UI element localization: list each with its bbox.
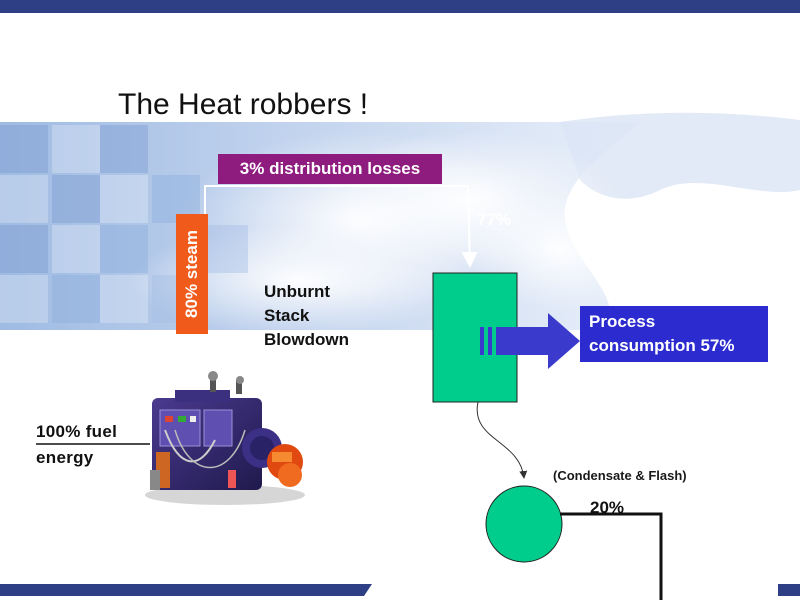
loss-stack: Stack	[264, 306, 310, 325]
process-consumption-label: Process consumption 57%	[580, 306, 768, 362]
steam-label: 80% steam	[182, 230, 201, 318]
steam-flow-lines	[204, 185, 478, 268]
steam-label-box: 80% steam	[176, 214, 208, 334]
condensate-line	[476, 401, 528, 479]
return-percent: 20%	[590, 498, 625, 517]
process-line-2: consumption 57%	[589, 336, 735, 355]
return-line	[560, 512, 663, 600]
sky-cloud-background	[0, 112, 800, 335]
to-process-percent: 77%	[477, 210, 512, 229]
bottom-band	[0, 584, 372, 596]
bottom-band-right	[778, 584, 800, 596]
condensate-tank	[485, 485, 563, 563]
page-title: The Heat robbers !	[118, 88, 369, 121]
top-band	[0, 0, 800, 13]
boiler-illustration	[145, 371, 305, 505]
fuel-energy-label: 100% fuel energy	[36, 419, 117, 471]
process-arrow	[480, 313, 580, 369]
loss-blowdown: Blowdown	[264, 330, 349, 349]
loss-unburnt: Unburnt	[264, 282, 331, 301]
condensate-label: (Condensate & Flash)	[553, 468, 687, 483]
fuel-line-1: 100% fuel	[36, 422, 118, 441]
boiler-losses-list: Unburnt Stack Blowdown	[264, 280, 349, 352]
fuel-line-2: energy	[36, 448, 94, 467]
distribution-losses-label: 3% distribution losses	[218, 154, 442, 184]
process-line-1: Process	[589, 312, 656, 331]
